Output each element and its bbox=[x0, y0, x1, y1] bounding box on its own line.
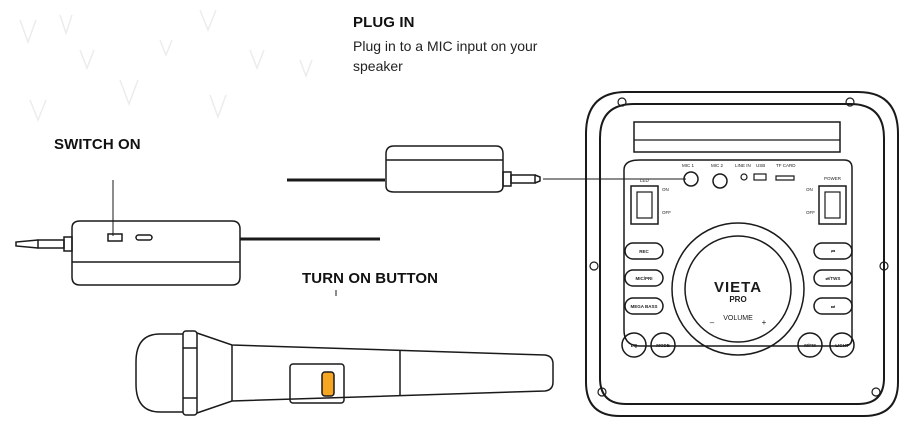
volume-label: VOLUME bbox=[723, 315, 753, 322]
label-led-off: OFF bbox=[662, 210, 671, 215]
mic-handle bbox=[196, 332, 554, 414]
transmitter-led bbox=[135, 234, 153, 241]
line-in-port[interactable] bbox=[740, 173, 748, 181]
screw-bottom-right bbox=[871, 387, 881, 397]
volume-plus: + bbox=[762, 318, 767, 327]
speaker-labels: MIC 1 MIC 2 LINE IN USB TF CARD LED ON O… bbox=[630, 163, 849, 348]
screw-mid-right bbox=[879, 261, 889, 271]
label-prev: ⏮ bbox=[831, 249, 835, 254]
label-next: ⏭ bbox=[831, 304, 836, 309]
watermark-pattern bbox=[19, 9, 313, 123]
label-light: LIGHT bbox=[835, 343, 849, 348]
mic-ring bbox=[182, 330, 198, 416]
screw-mid-left bbox=[589, 261, 599, 271]
volume-knob-outer[interactable] bbox=[671, 222, 805, 356]
label-m-fm: M/FM bbox=[804, 343, 816, 348]
usb-port[interactable] bbox=[753, 173, 767, 181]
mic-pri-button[interactable] bbox=[624, 269, 664, 287]
power-switch[interactable] bbox=[818, 185, 847, 225]
light-button[interactable] bbox=[829, 332, 855, 358]
prev-button[interactable] bbox=[813, 242, 853, 260]
volume-minus: – bbox=[710, 318, 715, 327]
microphone bbox=[135, 290, 554, 416]
receiver-jack-shaft bbox=[510, 174, 536, 184]
mic-turn-on-button[interactable] bbox=[321, 371, 335, 397]
brand-logo-pro: PRO bbox=[729, 295, 746, 304]
mic1-input-port[interactable] bbox=[683, 171, 699, 187]
label-line-in: LINE IN bbox=[735, 163, 751, 168]
turn-on-button-heading: TURN ON BUTTON bbox=[302, 270, 439, 287]
screw-bottom-left bbox=[597, 387, 607, 397]
next-button[interactable] bbox=[813, 297, 853, 315]
brand-logo-vieta: VIETA bbox=[714, 279, 762, 296]
label-tf-card: TF CARD bbox=[776, 163, 796, 168]
label-usb: USB bbox=[756, 163, 765, 168]
transmitter-jack-tip bbox=[15, 239, 39, 249]
mega-bass-button[interactable] bbox=[624, 297, 664, 315]
transmitter-jack-shaft bbox=[37, 239, 65, 249]
led-switch[interactable] bbox=[630, 185, 659, 225]
transmitter-switch-on bbox=[15, 180, 380, 286]
volume-knob-inner[interactable] bbox=[684, 235, 792, 343]
label-mega-bass: MEGA BASS bbox=[630, 304, 657, 309]
transmitter-body bbox=[71, 220, 241, 286]
speaker bbox=[585, 91, 899, 417]
receiver-jack-collar bbox=[502, 171, 512, 187]
label-eq: EQ bbox=[631, 343, 638, 348]
mic-grille bbox=[135, 333, 183, 413]
speaker-display bbox=[633, 121, 841, 153]
tf-card-slot[interactable] bbox=[775, 175, 795, 181]
mic2-input-port[interactable] bbox=[712, 173, 728, 189]
speaker-inner-shell bbox=[599, 103, 885, 405]
receiver-plug-in bbox=[287, 145, 686, 193]
screw-top-right bbox=[845, 97, 855, 107]
screw-top-left bbox=[617, 97, 627, 107]
receiver-body bbox=[385, 145, 504, 193]
label-led: LED bbox=[640, 178, 650, 183]
label-power-off: OFF bbox=[806, 210, 815, 215]
m-fm-button[interactable] bbox=[797, 332, 823, 358]
label-rec: REC bbox=[639, 249, 649, 254]
label-power-on: ON bbox=[806, 187, 813, 192]
speaker-outer-shell bbox=[585, 91, 899, 417]
label-mic2: MIC 2 bbox=[711, 163, 723, 168]
label-mode: MODE bbox=[656, 343, 670, 348]
play-tws-button[interactable] bbox=[813, 269, 853, 287]
label-mic-pri: MIC/PRI bbox=[635, 276, 652, 281]
rec-button[interactable] bbox=[624, 242, 664, 260]
switch-on-heading: SWITCH ON bbox=[54, 136, 141, 153]
label-power: POWER bbox=[824, 176, 842, 181]
eq-button[interactable] bbox=[621, 332, 647, 358]
label-mic1: MIC 1 bbox=[682, 163, 694, 168]
label-led-on: ON bbox=[662, 187, 669, 192]
mic-switch-plate bbox=[289, 363, 345, 404]
transmitter-switch[interactable] bbox=[107, 233, 123, 242]
speaker-control-panel bbox=[623, 159, 853, 347]
label-play-tws: ⏯/TWS bbox=[826, 276, 841, 281]
plug-in-description: Plug in to a MIC input on your speaker bbox=[353, 38, 538, 74]
mode-button[interactable] bbox=[650, 332, 676, 358]
receiver-jack-tip bbox=[534, 174, 541, 184]
plug-in-heading: PLUG IN bbox=[353, 14, 415, 31]
transmitter-jack-collar bbox=[63, 236, 73, 252]
